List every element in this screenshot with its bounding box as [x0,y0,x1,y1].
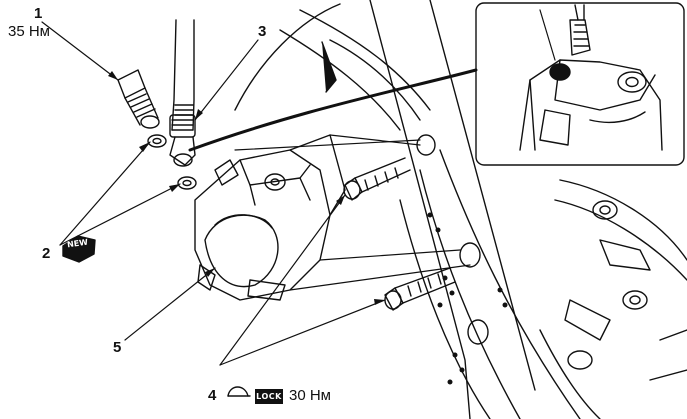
callout-number-1: 1 [34,5,43,22]
callout-number-5: 5 [113,339,122,356]
brake-hose [169,19,196,167]
new-badge: NEW [63,236,95,258]
reference-line [188,68,478,152]
torque-arc-symbol [227,386,251,397]
callout-torque-1: 35 Нм [8,23,50,40]
leader-arrowheads [108,71,385,305]
right-disc-detail [539,179,687,419]
detail-inset [475,2,685,166]
brake-disc [399,134,581,419]
new-badge-label: NEW [66,237,89,250]
callout-torque-4: 30 Нм [289,387,331,404]
leader-lines [41,21,386,366]
sealing-washers [147,134,197,190]
banjo-bolt [117,69,160,129]
new-part-symbol [62,235,96,263]
lock-badge: LOCK [255,389,283,404]
fork-leg [369,0,536,419]
callout-number-2: 2 [42,245,51,262]
mounting-lines [234,134,471,291]
brake-caliper [194,134,346,301]
fender-outline [234,3,431,131]
disc-vent-holes [427,212,508,385]
callout-number-4: 4 [208,387,217,404]
callout-number-3: 3 [258,23,267,40]
caliper-bolts [343,157,456,311]
